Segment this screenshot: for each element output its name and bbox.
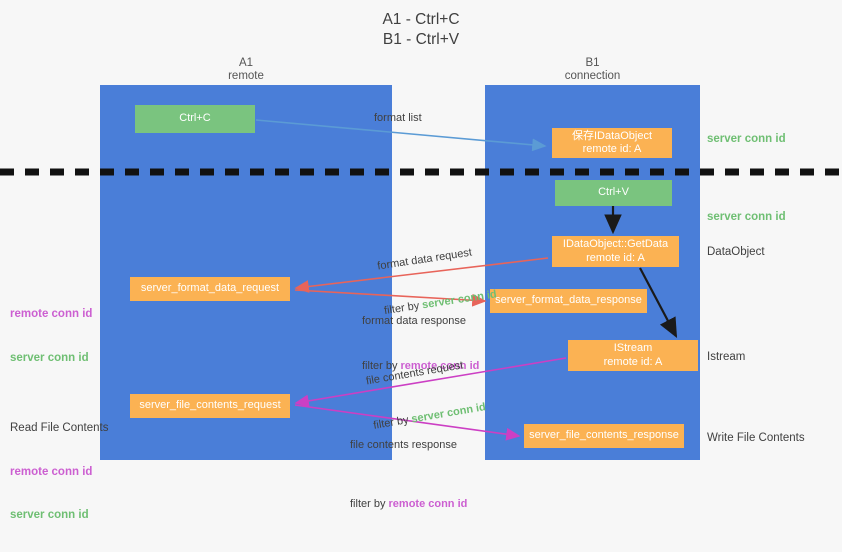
left-label-server-conn-id-1: server conn id <box>10 351 89 364</box>
node-server-file-contents-request[interactable]: server_file_contents_request <box>130 394 290 418</box>
left-label-remote-conn-id-1: remote conn id <box>10 308 93 320</box>
label-write-file-contents: Write File Contents <box>707 432 805 444</box>
filter-value-remote-conn-id: remote conn id <box>400 360 480 372</box>
lane-header-b1: B1 connection <box>564 57 621 82</box>
filter-value-remote-conn-id: remote conn id <box>388 498 468 510</box>
edge-label-format-data-response: format data response filter by remote co… <box>362 284 479 404</box>
left-label-remote-conn-id-2: remote conn id <box>10 465 93 478</box>
lane-header-a1: A1 remote <box>228 57 264 82</box>
node-ctrl-c[interactable]: Ctrl+C <box>135 105 255 133</box>
node-ctrl-v[interactable]: Ctrl+V <box>555 180 672 206</box>
diagram-canvas: A1 - Ctrl+C B1 - Ctrl+V A1 remote B1 con… <box>0 11 842 521</box>
edge-label-format-data-response-title: format data response <box>362 315 466 327</box>
label-server-conn-id-mid: server conn id <box>707 211 786 223</box>
edge-label-file-contents-response-filter: filter by remote conn id <box>350 497 467 512</box>
filter-prefix: filter by <box>350 498 389 510</box>
edge-label-file-contents-request-title: file contents request <box>365 359 465 388</box>
label-dataobject: DataObject <box>707 246 765 258</box>
node-server-file-contents-response[interactable]: server_file_contents_response <box>524 424 684 448</box>
edge-label-file-contents-response-title: file contents response <box>350 439 458 451</box>
filter-prefix: filter by <box>362 360 401 372</box>
edge-label-format-data-response-filter: filter by remote conn id <box>362 359 479 374</box>
page-title: A1 - Ctrl+C B1 - Ctrl+V <box>382 11 460 48</box>
edge-label-format-data-request-title: format data request <box>376 246 473 273</box>
left-label-group-format: remote conn id server conn id <box>10 278 92 394</box>
node-server-format-data-response[interactable]: server_format_data_response <box>490 289 647 313</box>
node-istream[interactable]: IStream remote id: A <box>568 340 698 371</box>
node-save-idataobject[interactable]: 保存IDataObject remote id: A <box>552 128 672 158</box>
label-server-conn-id-top: server conn id <box>707 133 786 145</box>
node-server-format-data-request[interactable]: server_format_data_request <box>130 277 290 301</box>
label-istream: Istream <box>707 351 746 363</box>
left-label-read-file-contents: Read File Contents <box>10 422 109 434</box>
edge-label-file-contents-response: file contents response filter by remote … <box>350 408 467 542</box>
left-label-group-file: Read File Contents remote conn id server… <box>10 392 108 552</box>
left-label-server-conn-id-2: server conn id <box>10 509 89 521</box>
edge-label-format-list: format list <box>374 112 422 124</box>
node-idataobject-getdata[interactable]: IDataObject::GetData remote id: A <box>552 236 679 267</box>
